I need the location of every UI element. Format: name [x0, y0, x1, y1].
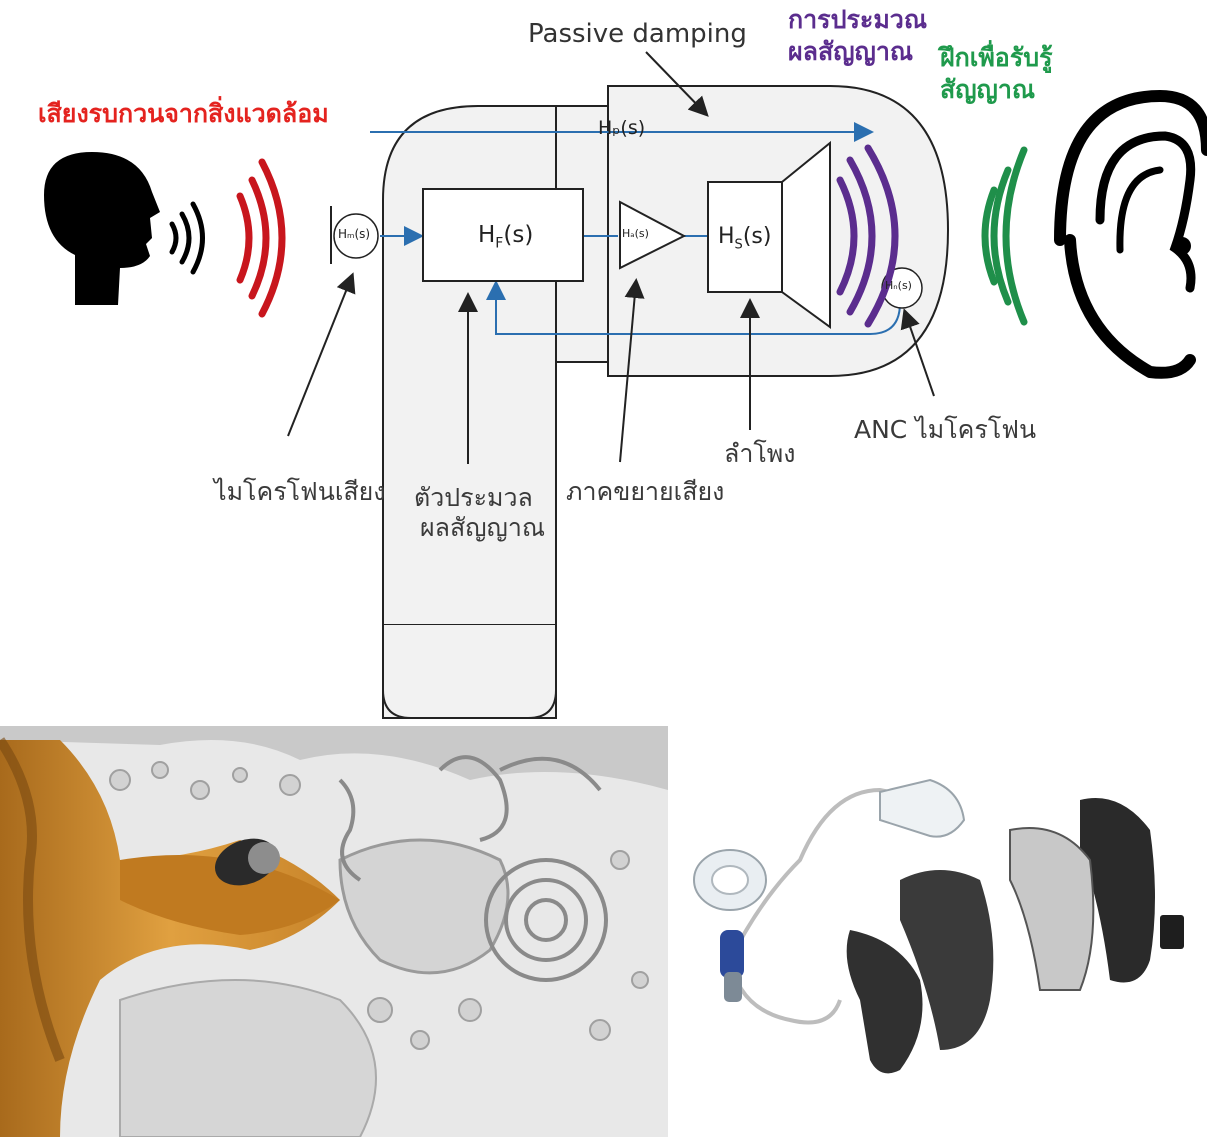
processor-label-1: ตัวประมวล — [414, 483, 533, 512]
noise-waves — [236, 158, 286, 318]
housing-piece-icon — [846, 798, 1155, 1074]
head-silhouette-icon — [44, 152, 205, 305]
anc-mic-label: ANC ไมโครโฟน — [854, 415, 1037, 444]
hearing-aid-parts-illustration — [668, 726, 1207, 1137]
hp-block-label: Hₚ(s) — [598, 117, 646, 139]
voice-mic-icon — [330, 206, 379, 264]
inner-ear-illustration — [0, 726, 668, 1138]
signal-paths — [370, 122, 901, 335]
speaker-label: ลำโพง — [724, 439, 796, 468]
hearing-training-label-1: ฝึกเพื่อรับรู้ — [940, 43, 1053, 72]
ha-block-label: Hₐ(s) — [622, 227, 649, 240]
speaker-waves — [836, 144, 899, 328]
hf-block — [422, 188, 584, 282]
ear-waves — [981, 146, 1028, 326]
hs-block-label: HS(s) — [718, 224, 772, 253]
voice-mic-label: ไมโครโฟนเสียง — [214, 477, 386, 506]
hs-block — [707, 181, 783, 293]
noise-source-label: เสียงรบกวนจากสิ่งแวดล้อม — [38, 99, 329, 128]
hearing-aid-in-canal-icon — [215, 838, 280, 886]
dome-tip-icon — [693, 849, 767, 911]
hn-block-label: Hₙ(s) — [885, 279, 912, 292]
processor-label-2: ผลสัญญาณ — [420, 513, 546, 542]
amplifier-block — [619, 200, 687, 270]
signal-processing-label-2: ผลสัญญาณ — [788, 37, 914, 66]
signal-processing-label-1: การประมวณ — [788, 5, 928, 34]
hm-block-label: Hₘ(s) — [338, 227, 371, 241]
pointer-arrows — [287, 51, 935, 464]
ear-icon — [1054, 89, 1207, 379]
speaker-cone-icon — [781, 140, 831, 329]
hf-block-label: HF(s) — [478, 222, 534, 252]
passive-damping-label: Passive damping — [528, 19, 747, 49]
amplifier-label: ภาคขยายเสียง — [566, 477, 725, 506]
hearing-training-label-2: สัญญาณ — [940, 75, 1036, 104]
receiver-icon — [720, 930, 744, 1002]
